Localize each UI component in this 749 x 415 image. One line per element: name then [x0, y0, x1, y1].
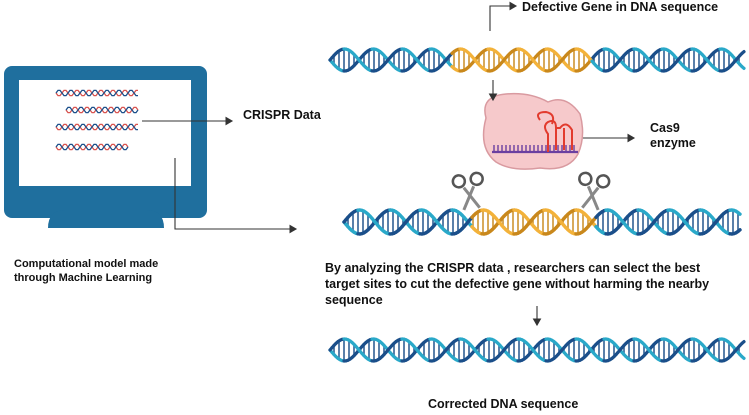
cas9-label-line2: enzyme — [650, 136, 696, 150]
analysis-description: By analyzing the CRISPR data , researche… — [325, 261, 710, 307]
scissors-icon — [578, 171, 611, 211]
cas9-label-line1: Cas9 — [650, 121, 680, 135]
guide-rna — [537, 110, 573, 152]
target-dna-helix — [342, 208, 742, 236]
screen-dna-strands — [55, 89, 139, 151]
dna-backbone — [736, 210, 742, 216]
arrow-model-to-target — [174, 158, 298, 234]
mini-strand — [55, 89, 138, 97]
dna-backbone — [740, 65, 746, 70]
mini-strand — [55, 89, 138, 97]
screen-dna-strand — [65, 106, 139, 114]
monitor-screen — [19, 80, 191, 186]
enzyme-dna-strand — [492, 145, 578, 154]
computational-model-label: Computational model made through Machine… — [14, 258, 159, 284]
corrected-dna-helix — [328, 337, 746, 363]
dna-backbone — [736, 228, 742, 234]
screen-dna-strand — [55, 123, 138, 131]
corrected-dna-label: Corrected DNA sequence — [428, 397, 579, 411]
defective-gene-label: Defective Gene in DNA sequence — [522, 0, 719, 14]
dna-backbone — [740, 355, 746, 360]
mini-strand — [55, 143, 129, 151]
scissors-icon — [451, 171, 484, 211]
dna-backbone — [740, 340, 746, 345]
enzyme-body — [482, 92, 584, 170]
mini-strand — [55, 123, 138, 131]
screen-dna-strand — [55, 143, 129, 151]
dna-backbone — [740, 50, 746, 55]
mini-strand — [65, 106, 139, 114]
monitor-neck — [90, 186, 122, 208]
monitor-stand — [48, 210, 164, 228]
crispr-data-label: CRISPR Data — [243, 108, 321, 122]
cas9-enzyme-icon — [482, 92, 584, 170]
mini-strand — [55, 123, 138, 131]
computer-monitor-icon — [4, 66, 207, 228]
arrow-to-defective-gene — [489, 1, 518, 31]
defective-dna-helix — [328, 47, 746, 73]
screen-dna-strand — [55, 89, 138, 97]
